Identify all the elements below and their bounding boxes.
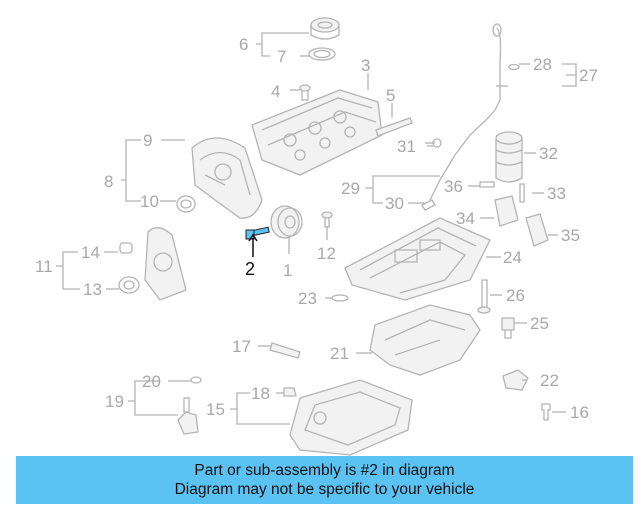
- stud: [321, 211, 333, 228]
- rear-cover: [118, 227, 187, 301]
- callout-23: 23: [298, 289, 317, 308]
- callout-36: 36: [444, 177, 463, 196]
- callout-8: 8: [104, 172, 113, 191]
- banner-line-1: Part or sub-assembly is #2 in diagram: [194, 462, 455, 479]
- callout-20: 20: [142, 372, 161, 391]
- callout-32: 32: [539, 144, 558, 163]
- cover-gasket: [375, 117, 413, 137]
- callout-5: 5: [386, 86, 395, 105]
- o-ring: [331, 294, 349, 302]
- callout-10: 10: [140, 192, 159, 211]
- engine-mount: [502, 369, 529, 391]
- drain-plug: [177, 376, 202, 435]
- crank-seal: [176, 195, 196, 213]
- callout-26: 26: [506, 286, 525, 305]
- callout-1: 1: [283, 261, 292, 280]
- upper-oil-pan: [344, 217, 491, 301]
- callout-18: 18: [251, 384, 270, 403]
- housing-gasket: [525, 213, 549, 247]
- callout-29: 29: [341, 179, 360, 198]
- callout-21: 21: [330, 344, 349, 363]
- cover-bolt: [299, 84, 311, 101]
- oil-baffle: [369, 304, 481, 376]
- callout-2: 2: [245, 259, 255, 279]
- seal-ring: [308, 47, 336, 61]
- callout-24: 24: [503, 248, 522, 267]
- callout-35: 35: [561, 226, 580, 245]
- callout-14: 14: [81, 243, 100, 262]
- callout-12: 12: [317, 244, 336, 263]
- callout-13: 13: [83, 280, 102, 299]
- banner-line-2: Diagram may not be specific to your vehi…: [174, 481, 475, 498]
- housing-bolt: [519, 183, 525, 203]
- callout-25: 25: [530, 314, 549, 333]
- callout-31: 31: [397, 137, 416, 156]
- pan-plug: [283, 387, 297, 397]
- leader-lines: [56, 32, 577, 425]
- callout-17: 17: [232, 337, 251, 356]
- lower-oil-pan: [289, 379, 413, 456]
- pan-bolts: [477, 279, 515, 339]
- callout-4: 4: [271, 82, 280, 101]
- timing-cover: [191, 137, 263, 219]
- crank-pulley: [270, 205, 303, 239]
- callout-33: 33: [547, 184, 566, 203]
- callout-labels: 1 2 3 4 5 6 7 8 9 10 11 12 13 14 15 16 1…: [35, 35, 598, 422]
- callout-27: 27: [579, 66, 598, 85]
- callout-7: 7: [277, 47, 286, 66]
- callout-11: 11: [35, 257, 53, 276]
- callout-30: 30: [385, 194, 404, 213]
- dipstick-tube: [421, 23, 520, 211]
- level-sensor: [269, 342, 301, 359]
- callout-28: 28: [533, 55, 552, 74]
- info-banner: Part or sub-assembly is #2 in diagram Di…: [16, 456, 633, 504]
- small-bolt: [541, 403, 551, 421]
- callout-16: 16: [570, 403, 589, 422]
- callout-15: 15: [206, 400, 225, 419]
- filter-housing: [494, 195, 519, 227]
- valve-cover: [251, 89, 383, 176]
- oil-filter: [495, 131, 523, 183]
- callout-22: 22: [540, 371, 559, 390]
- callout-9: 9: [143, 131, 152, 150]
- tube-bolt: [479, 181, 495, 188]
- highlighted-bolt: [245, 226, 270, 240]
- callout-3: 3: [361, 56, 370, 75]
- callout-6: 6: [239, 35, 248, 54]
- callout-34: 34: [456, 209, 475, 228]
- callout-19: 19: [105, 392, 124, 411]
- oil-filler-cap: [310, 17, 340, 40]
